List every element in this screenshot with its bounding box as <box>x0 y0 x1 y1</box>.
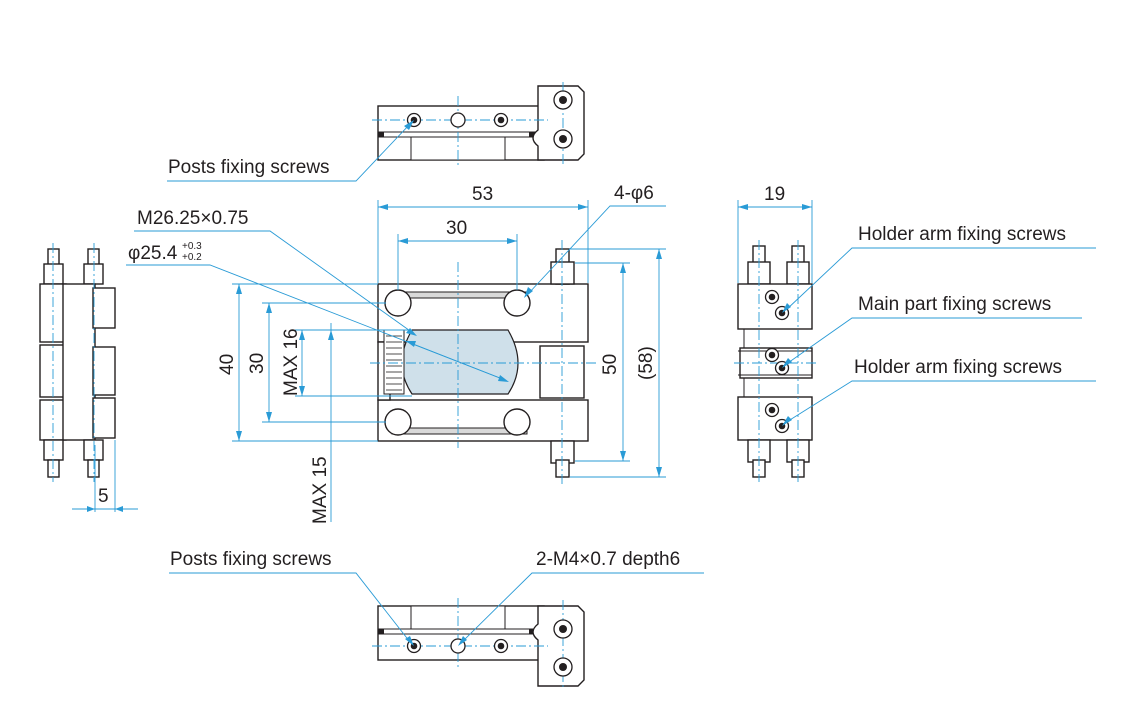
holes-label: 4-φ6 <box>614 183 654 204</box>
front-view <box>370 240 596 484</box>
bore-tol-lower: +0.2 <box>182 252 202 263</box>
holder-arm-label-2: Holder arm fixing screws <box>854 357 1062 378</box>
posts-fixing-top-label: Posts fixing screws <box>168 157 330 178</box>
holes-callout: 4-φ6 <box>524 183 666 298</box>
dim-max-16: MAX 16 <box>281 328 412 397</box>
left-side-view <box>39 243 116 482</box>
dim-5-label: 5 <box>98 486 109 507</box>
dim-height-40: 40 <box>217 283 378 442</box>
posts-fixing-top-callout: Posts fixing screws <box>167 120 414 182</box>
holder-arm-callout-2: Holder arm fixing screws <box>782 357 1096 426</box>
dim-50-label: 50 <box>600 354 621 375</box>
main-part-screw-icon <box>764 347 780 363</box>
dim-30-height-label: 30 <box>247 353 268 374</box>
dim-30-label: 30 <box>446 218 467 239</box>
holder-arm-callout-1: Holder arm fixing screws <box>782 224 1096 313</box>
m4-thread-label: 2-M4×0.7 depth6 <box>536 549 680 570</box>
dim-height-50: 50 <box>575 262 630 462</box>
holder-arm-screw-icon <box>764 289 780 305</box>
dim-height-58: (58) <box>570 248 666 478</box>
dim-max15-label: MAX 15 <box>310 456 331 524</box>
dim-overall-width: 53 <box>377 184 589 283</box>
dim-hole-pitch: 30 <box>397 218 518 290</box>
dim-side-width: 19 <box>737 184 813 283</box>
holder-arm-label-1: Holder arm fixing screws <box>858 224 1066 245</box>
top-view <box>372 82 585 166</box>
m4-thread-callout: 2-M4×0.7 depth6 <box>458 549 704 646</box>
post-screw-icon <box>493 112 509 128</box>
dim-19-label: 19 <box>764 184 785 205</box>
dim-53-label: 53 <box>472 184 493 205</box>
post-screw-icon <box>493 638 509 654</box>
thread-label: M26.25×0.75 <box>137 208 248 229</box>
bore-callout: φ25.4 +0.3 +0.2 <box>126 241 509 382</box>
dim-58-label: (58) <box>636 346 657 380</box>
bore-tol-upper: +0.3 <box>182 241 202 252</box>
bottom-view <box>372 598 585 690</box>
dim-height-30: 30 <box>247 302 386 423</box>
bore-label: φ25.4 <box>128 243 178 264</box>
dim-40-label: 40 <box>217 354 238 375</box>
holder-arm-screw-icon <box>764 402 780 418</box>
right-side-view <box>734 240 816 482</box>
dim-max-15: MAX 15 <box>310 323 380 524</box>
posts-fixing-bottom-label: Posts fixing screws <box>170 549 332 570</box>
main-part-callout: Main part fixing screws <box>782 294 1082 368</box>
posts-fixing-bottom-callout: Posts fixing screws <box>169 549 414 646</box>
main-part-label: Main part fixing screws <box>858 294 1051 315</box>
dim-max16-label: MAX 16 <box>281 328 302 396</box>
dim-side-thickness: 5 <box>72 440 138 512</box>
thread-callout: M26.25×0.75 <box>134 208 417 336</box>
